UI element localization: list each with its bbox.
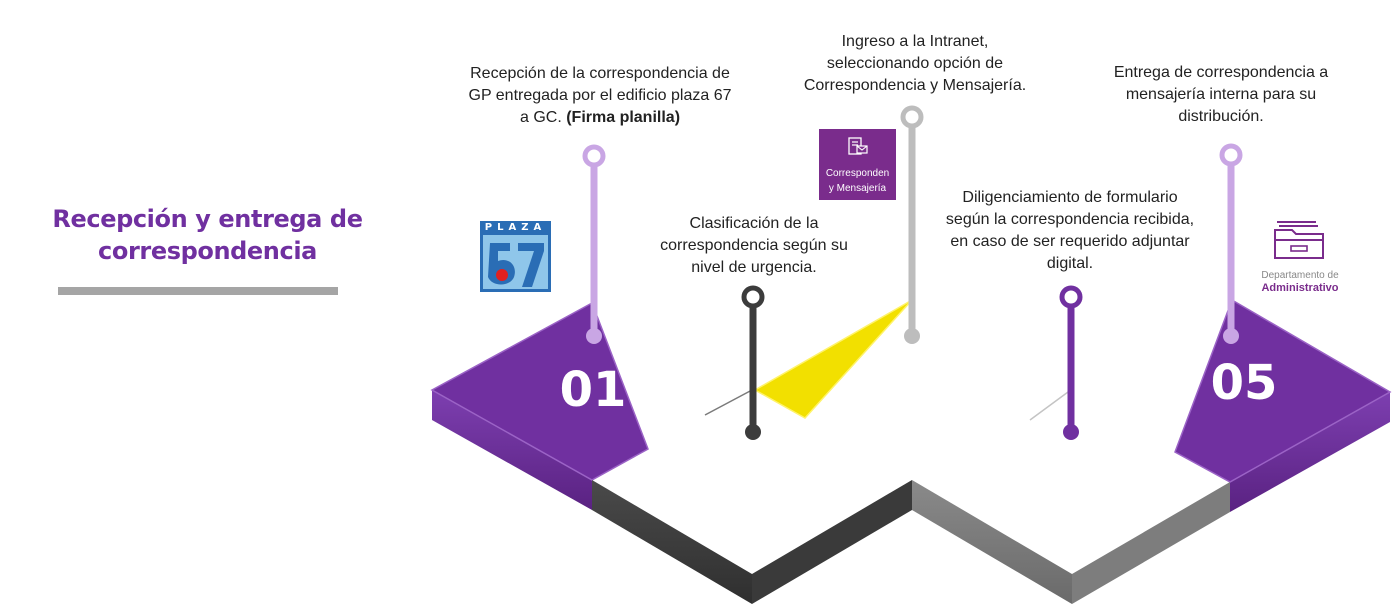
step-05-description: Entrega de correspondencia a mensajería … (1113, 64, 1329, 125)
step-03-description: Ingreso a la Intranet, seleccionando opc… (803, 33, 1027, 94)
step-02-description: Clasificación de la correspondencia segú… (660, 215, 848, 276)
pin-02 (741, 285, 765, 440)
folder-icon (1274, 221, 1324, 259)
pin-03 (900, 105, 924, 344)
department-logo: Departamento de Administrativo (1250, 218, 1350, 298)
plaza-67-logo: PLAZA (480, 221, 551, 292)
step-01-bold-note: (Firma planilla) (566, 109, 681, 126)
plaza-67-logo-graphic (480, 221, 551, 292)
step-number-05: 05 (1211, 355, 1278, 411)
puzzle-piece-04 (912, 391, 1230, 604)
puzzle-piece-02 (592, 389, 912, 604)
step-01-description: Recepción de la correspondencia de GP en… (462, 63, 738, 129)
title-underline (58, 287, 338, 295)
app-tile-label-line-2: y Mensajería (828, 183, 887, 194)
step-number-01: 01 (560, 362, 627, 418)
department-line-2: Administrativo (1261, 282, 1339, 294)
step-number-03: 03 (879, 348, 946, 404)
pin-04 (1059, 285, 1083, 440)
diagram-title: Recepción y entrega de correspondencia (52, 205, 363, 265)
pin-05 (1219, 143, 1243, 344)
puzzle-piece-03 (753, 299, 913, 419)
app-tile-label: Corresponden y Mensajería (819, 166, 896, 196)
correspondencia-mensajeria-app-tile[interactable]: Corresponden y Mensajería (819, 129, 896, 200)
plaza-logo-text: PLAZA (484, 222, 547, 233)
step-04-description: Diligenciamiento de formulario según la … (945, 189, 1195, 272)
department-line-1: Departamento de (1261, 270, 1339, 281)
app-tile-label-line-1: Corresponden (825, 168, 890, 179)
puzzle-piece-05 (1174, 298, 1392, 512)
mail-document-icon (848, 137, 868, 155)
pin-01 (582, 144, 606, 344)
step-number-02: 02 (720, 471, 787, 527)
step-number-04: 04 (1039, 471, 1106, 527)
step-01-text: Recepción de la correspondencia de GP en… (468, 65, 732, 126)
